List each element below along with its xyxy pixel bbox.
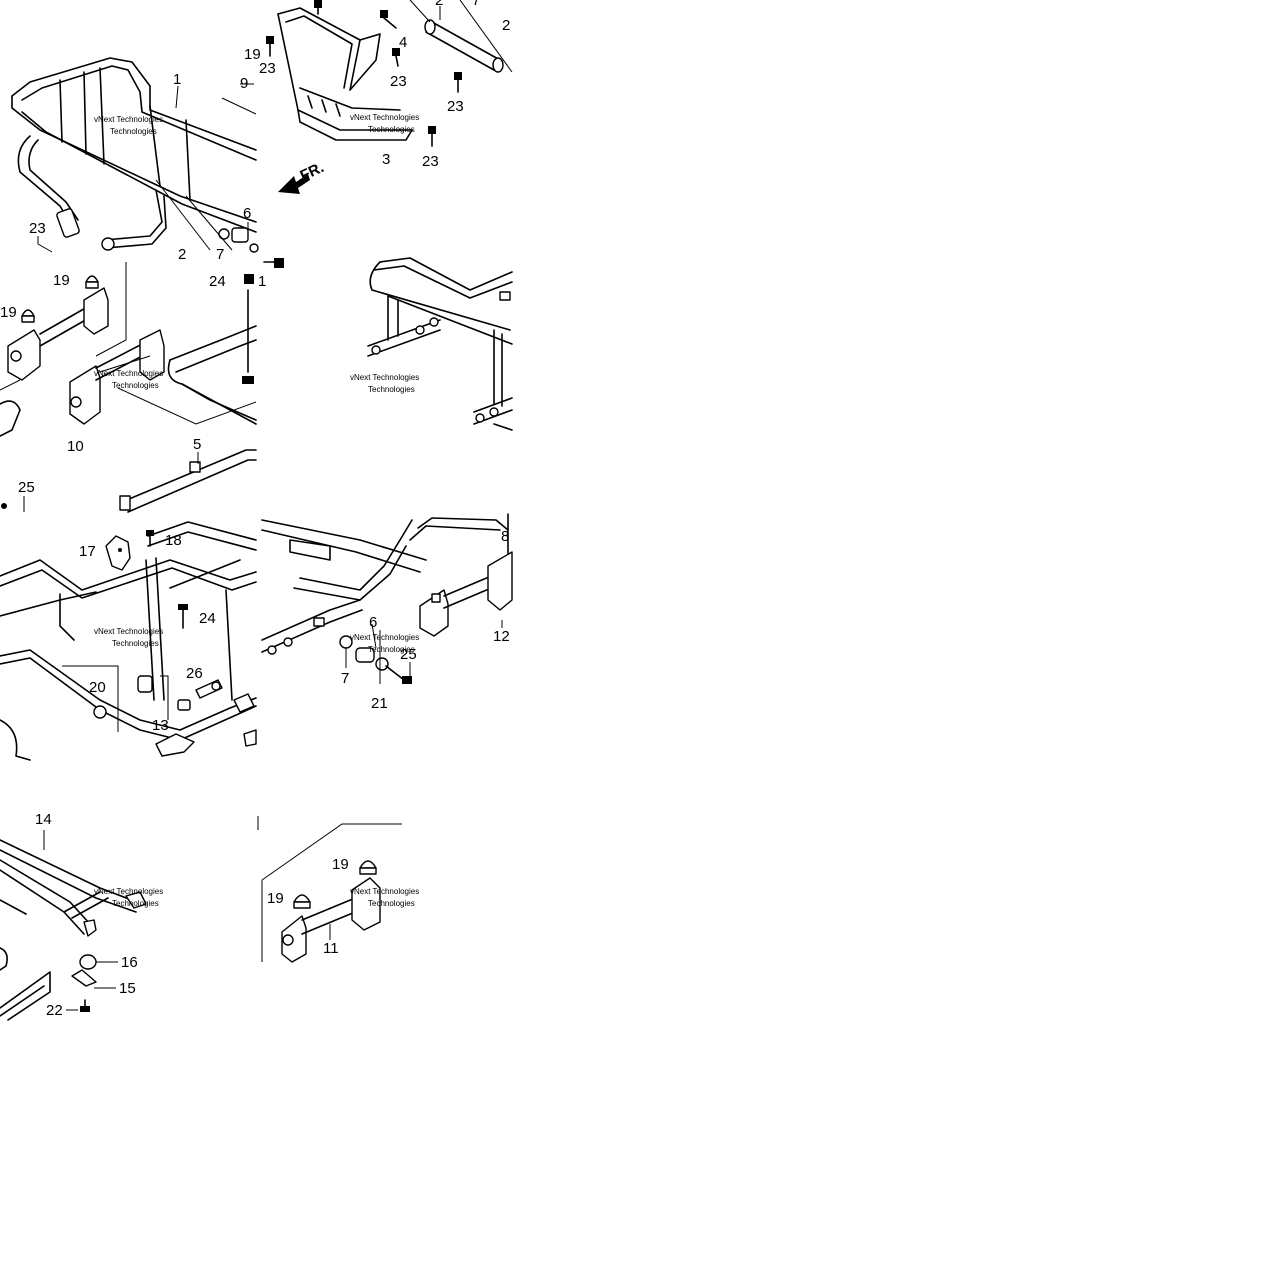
callout-3: 3 xyxy=(382,151,390,168)
callout-20: 20 xyxy=(89,679,106,696)
callout-2: 2 xyxy=(502,17,510,34)
watermark: vNext Technologies xyxy=(94,369,163,378)
watermark: Technologies xyxy=(112,899,159,908)
tile-front-rack: vNext Technologies Technologies 14 16 15… xyxy=(0,811,163,1021)
watermark: Technologies xyxy=(368,899,415,908)
callout-15: 15 xyxy=(119,980,136,997)
watermark: vNext Technologies xyxy=(94,627,163,636)
callout-22: 22 xyxy=(46,1002,63,1019)
watermark: Technologies xyxy=(368,645,415,654)
callout-18: 18 xyxy=(165,532,182,549)
bolt-icon xyxy=(242,274,254,384)
screw-icon xyxy=(146,530,188,629)
callout-24: 24 xyxy=(209,273,226,290)
callout-13: 13 xyxy=(152,717,169,734)
watermark: Technologies xyxy=(112,381,159,390)
callout-19: 19 xyxy=(53,272,70,289)
front-direction-arrow-icon xyxy=(278,174,310,194)
callout-7: 7 xyxy=(341,670,349,687)
callout-7: 7 xyxy=(472,0,480,9)
callout-7: 7 xyxy=(216,246,224,263)
watermark: vNext Technologies xyxy=(350,887,419,896)
bolt-icon xyxy=(1,503,7,509)
tile-frame-bracket-12: vNext Technologies Technologies 8 12 6 2… xyxy=(261,513,513,712)
callout-24: 24 xyxy=(199,610,216,627)
callout-1: 1 xyxy=(258,273,266,290)
watermark: Technologies xyxy=(110,127,157,136)
tile-bracket-11: vNext Technologies Technologies 19 19 11 xyxy=(257,816,419,963)
callout-2: 2 xyxy=(435,0,443,9)
watermark: vNext Technologies xyxy=(350,113,419,122)
front-direction-label: FR. xyxy=(298,159,327,185)
watermark: vNext Technologies xyxy=(350,373,419,382)
nut-icon xyxy=(93,705,107,719)
callout-5: 5 xyxy=(193,436,201,453)
callout-25: 25 xyxy=(18,479,35,496)
callout-16: 16 xyxy=(121,954,138,971)
callout-23: 23 xyxy=(29,220,46,237)
callout-14: 14 xyxy=(35,811,52,828)
callout-26: 26 xyxy=(186,665,203,682)
callout-23: 23 xyxy=(447,98,464,115)
callout-2: 2 xyxy=(178,246,186,263)
cap-nut-icon xyxy=(21,275,99,323)
callout-12: 12 xyxy=(493,628,510,645)
bolt-icon xyxy=(385,665,412,684)
callout-6: 6 xyxy=(243,205,251,222)
tile-rack-frame: vNext Technologies Technologies xyxy=(350,257,513,431)
callout-23: 23 xyxy=(422,153,439,170)
watermark: vNext Technologies xyxy=(94,115,163,124)
callout-10: 10 xyxy=(67,438,84,455)
callout-23: 23 xyxy=(390,73,407,90)
callout-17: 17 xyxy=(79,543,96,560)
callout-21: 21 xyxy=(371,695,388,712)
screw-icon xyxy=(80,999,90,1012)
callout-19: 19 xyxy=(332,856,349,873)
callout-4: 4 xyxy=(399,34,407,51)
callout-19: 19 xyxy=(0,304,17,321)
callout-19: 19 xyxy=(244,46,261,63)
callout-11: 11 xyxy=(323,940,339,957)
clip-icon xyxy=(71,954,97,987)
cap-nut-icon xyxy=(293,860,377,909)
callout-19: 19 xyxy=(267,890,284,907)
watermark: Technologies xyxy=(112,639,159,648)
tile-rack-mounts: vNext Technologies Technologies 19 19 24… xyxy=(0,262,266,513)
callout-6: 6 xyxy=(369,614,377,631)
callout-23: 23 xyxy=(259,60,276,77)
bolt-icon xyxy=(263,0,462,268)
callout-25: 25 xyxy=(400,646,417,663)
callout-9: 9 xyxy=(240,75,248,92)
tile-rear-carrier: vNext Technologies Technologies 1 23 2 7… xyxy=(11,46,261,263)
watermark: Technologies xyxy=(368,125,415,134)
watermark: vNext Technologies xyxy=(94,887,163,896)
tile-skid-plate: FR. vNext Technologies Technologies 23 4… xyxy=(259,0,513,268)
tile-frame-brackets: vNext Technologies Technologies 17 18 24… xyxy=(0,521,257,761)
watermark: Technologies xyxy=(368,385,415,394)
callout-1: 1 xyxy=(173,71,181,88)
watermark: vNext Technologies xyxy=(350,633,419,642)
callout-8: 8 xyxy=(501,528,509,545)
